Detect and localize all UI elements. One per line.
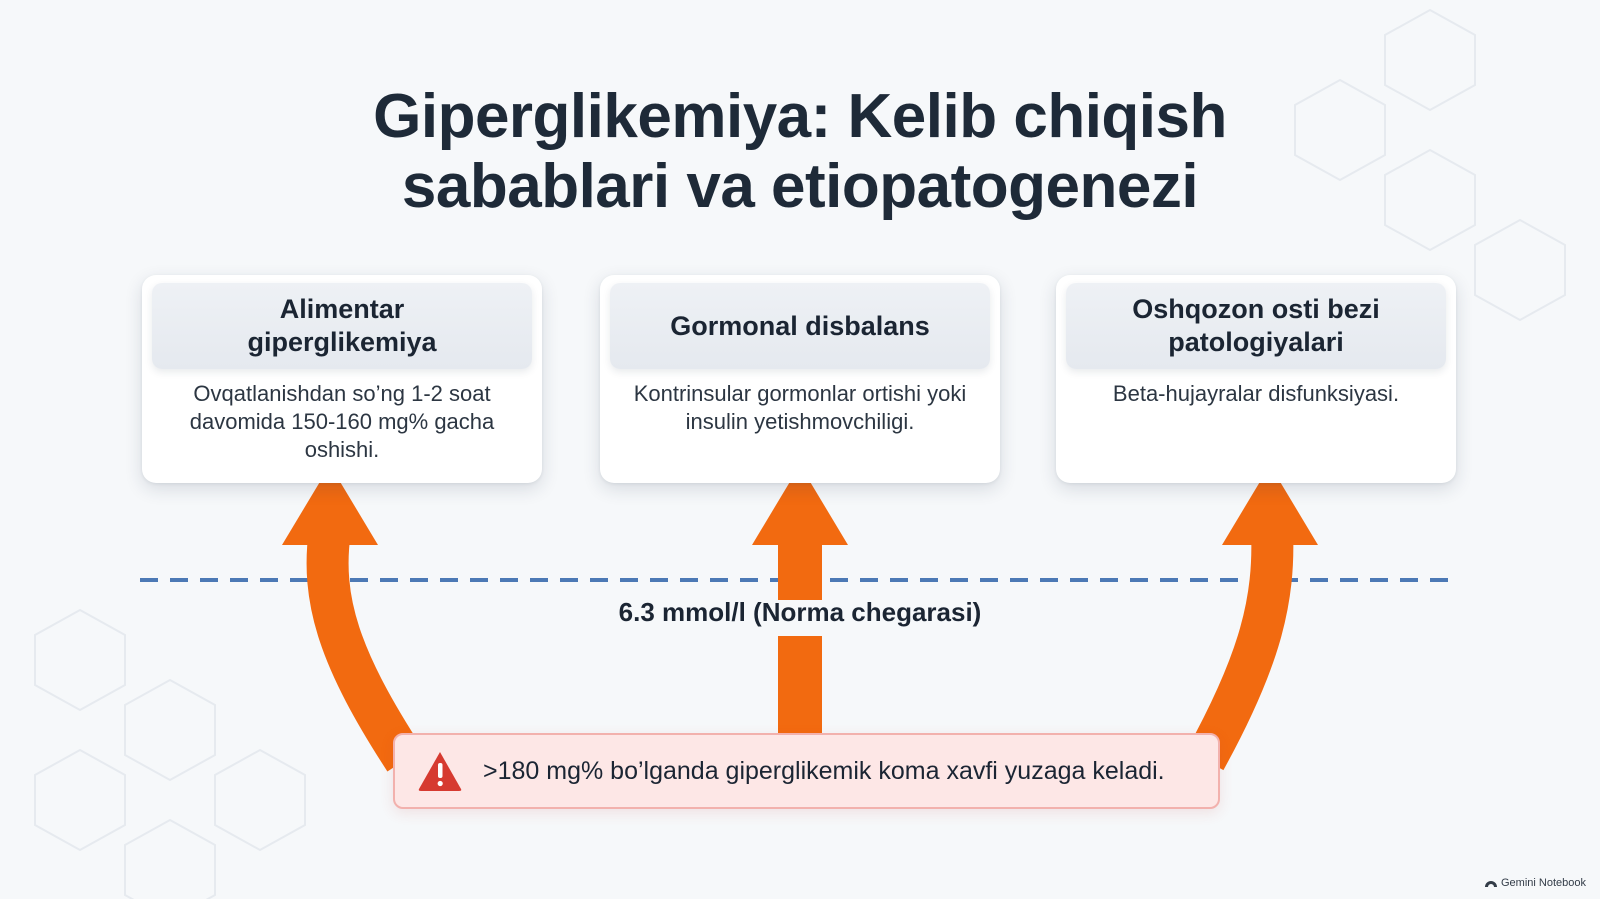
- warning-triangle-icon: [418, 752, 462, 791]
- alert-text: >180 mg% bo’lganda giperglikemik koma xa…: [483, 756, 1165, 785]
- arrow-left: [306, 527, 423, 772]
- arrow-right: [1186, 529, 1294, 771]
- card-heading: Oshqozon osti bezi patologiyalari: [1066, 283, 1446, 369]
- cause-card-pancreas: Oshqozon osti bezi patologiyalari Beta-h…: [1056, 275, 1456, 483]
- threshold-label: 6.3 mmol/l (Norma chegarasi): [618, 597, 982, 627]
- card-description: Beta-hujayralar disfunksiyasi.: [1112, 381, 1400, 406]
- brand-label: Gemini Notebook: [1501, 877, 1586, 889]
- notebook-logo-icon: [1485, 881, 1497, 887]
- brand-watermark: Gemini Notebook: [1484, 877, 1586, 889]
- cause-card-hormonal: Gormonal disbalans Kontrinsular gormonla…: [600, 275, 1000, 483]
- card-heading-line-2: giperglikemiya: [247, 327, 437, 357]
- card-heading-line-1: Alimentar: [279, 294, 405, 324]
- cause-card-alimentar: Alimentar giperglikemiya Ovqatlanishdan …: [142, 275, 542, 483]
- card-heading: Alimentar giperglikemiya: [152, 283, 532, 369]
- title-line-2: sabablari va etiopatogenezi: [401, 152, 1199, 221]
- arrow-middle-shaft: [778, 538, 822, 734]
- card-heading-line-1: Gormonal disbalans: [670, 310, 930, 341]
- coma-risk-alert: >180 mg% bo’lganda giperglikemik koma xa…: [393, 733, 1220, 809]
- page-title: Giperglikemiya: Kelib chiqish sabablari …: [300, 82, 1300, 222]
- card-heading-line-1: Oshqozon osti bezi: [1132, 294, 1380, 324]
- card-heading: Gormonal disbalans: [610, 283, 990, 369]
- card-description: Ovqatlanishdan so’ng 1-2 soat davomida 1…: [189, 381, 495, 462]
- card-description: Kontrinsular gormonlar ortishi yoki insu…: [633, 381, 967, 434]
- title-line-1: Giperglikemiya: Kelib chiqish: [373, 82, 1227, 151]
- card-heading-line-2: patologiyalari: [1168, 327, 1344, 357]
